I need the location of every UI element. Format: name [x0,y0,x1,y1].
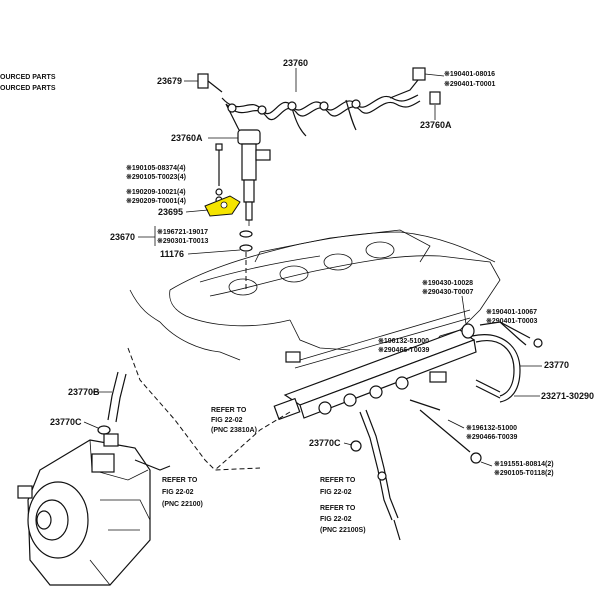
note-inj-1a: ※190105-08374(4) [126,164,186,172]
label-23770: 23770 [544,360,569,370]
injection-pipe [221,71,421,143]
pipe-clamp-right [412,67,445,105]
note-rail-4a: ※196132-51000 [466,424,517,432]
label-23695: 23695 [158,207,183,217]
reference-3: REFER TO FIG 22-02 [320,477,356,496]
note-inj-1b: ※290105-T0023(4) [126,173,186,181]
ref4-line2: FIG 22-02 [320,516,352,523]
label-23670: 23670 [110,232,135,242]
label-23271: 23271-30290 [541,391,594,401]
reference-4: REFER TO FIG 22-02 (PNC 22100S) [320,505,366,534]
bolt-23679 [197,73,223,93]
note-rail-1a: ※190430-10028 [422,279,473,287]
label-23760a-left: 23760A [171,133,203,143]
ref4-line3: (PNC 22100S) [320,527,366,534]
injector-seals [239,230,253,252]
note-rail-4b: ※290466-T0039 [466,433,518,441]
fuel-hose-left [97,371,127,435]
common-rail [273,309,477,421]
note-top-right-2: ※290401-T0001 [444,80,496,88]
ref1-line2: FIG 22-02 [211,417,243,424]
note-inj-3a: ※196721-19017 [157,228,208,236]
note-top-right-1: ※190401-08016 [444,70,495,78]
cylinder-head [129,229,501,361]
note-inj-2b: ※290209-T0001(4) [126,197,186,205]
note-inj-2a: ※190209-10021(4) [126,188,186,196]
ref4-line1: REFER TO [320,505,356,512]
ref1-line1: REFER TO [211,407,247,414]
label-23679: 23679 [157,76,182,86]
note-rail-2a: ※190401-10067 [486,308,537,316]
ref2-line3: (PNC 22100) [162,501,203,508]
note-inj-3b: ※290301-T0013 [157,237,209,245]
note-rail-1b: ※290430-T0007 [422,288,474,296]
fuel-injector [237,129,271,226]
label-23760a-right: 23760A [420,120,452,130]
ref2-line2: FIG 22-02 [162,489,194,496]
note-rail-2b: ※290401-T0003 [486,317,538,325]
label-23770c-left: 23770C [50,417,82,427]
note-rail-5a: ※191551-80814(2) [494,460,554,468]
ref1-line3: (PNC 23810A) [211,427,257,434]
injector-clamp-23695 [204,195,241,217]
ref3-line1: REFER TO [320,477,356,484]
fuel-return-pipe [471,321,543,403]
label-11176: 11176 [160,249,184,259]
high-pressure-pipe [350,409,401,541]
label-23770b: 23770B [68,387,100,397]
reference-1: REFER TO FIG 22-02 (PNC 23810A) [211,407,257,434]
injector-screws [215,143,223,204]
ref3-line2: FIG 22-02 [320,489,352,496]
rail-bolts [409,399,482,464]
side-note-2: OURCED PARTS [0,85,56,92]
ref2-line1: REFER TO [162,477,198,484]
reference-2: REFER TO FIG 22-02 (PNC 22100) [162,477,203,508]
side-note-1: OURCED PARTS [0,74,56,81]
label-23770c-mid: 23770C [309,438,341,448]
note-rail-3b: ※290466-T0039 [378,346,430,354]
note-rail-3a: ※196132-51000 [378,337,429,345]
supply-pump [17,433,171,586]
label-23760: 23760 [283,58,308,68]
note-rail-5b: ※290105-T0118(2) [494,469,554,477]
